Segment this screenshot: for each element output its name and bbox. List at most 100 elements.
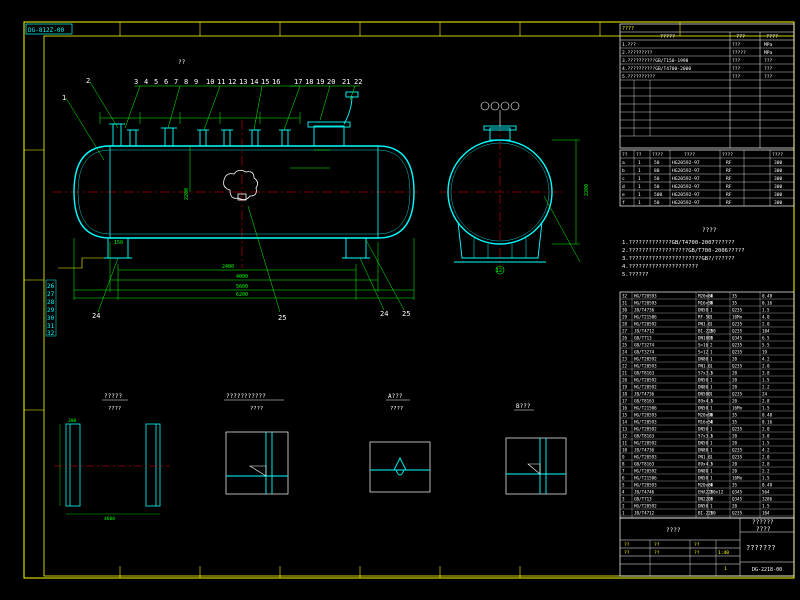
parts-cell: M20x80 bbox=[698, 294, 714, 299]
parts-cell: 1 bbox=[710, 378, 713, 383]
parts-cell: Q235 bbox=[732, 350, 743, 355]
leader-labels-bottom: 24 25 24 25 bbox=[92, 310, 410, 322]
nozzle-cell: 80 bbox=[654, 168, 660, 174]
leader-number: 20 bbox=[327, 78, 335, 86]
parts-cell: 11 bbox=[622, 441, 628, 446]
parts-cell: GB/T8163 bbox=[634, 434, 655, 439]
parts-cell: 32 bbox=[622, 294, 628, 299]
nozzle-cell: RF bbox=[726, 160, 732, 166]
leader-number: 13 bbox=[239, 78, 247, 86]
nozzle-cell: 1 bbox=[638, 200, 641, 206]
parts-cell: 2 bbox=[710, 490, 713, 495]
note-line: 5.?????? bbox=[622, 272, 649, 278]
parts-cell: HG/T20592 bbox=[634, 504, 657, 509]
parts-cell: DN80 bbox=[698, 469, 709, 474]
parts-cell: 1.5 bbox=[762, 441, 770, 446]
leader-number: 2 bbox=[86, 77, 90, 85]
leader-number: 11 bbox=[217, 78, 225, 86]
parts-cell: 1 bbox=[710, 504, 713, 509]
detail-title: A??? bbox=[388, 393, 403, 400]
parts-cell: 12 bbox=[622, 434, 628, 439]
leader-number: 25 bbox=[278, 314, 286, 322]
technical-notes: ???? 1.?????????????GB/T4700-2007?????? … bbox=[622, 227, 745, 278]
dim-bottom-2: 4000 bbox=[236, 274, 248, 280]
sign-label: ?? bbox=[694, 550, 700, 556]
zone-ticks bbox=[24, 22, 681, 578]
spec-cell: 3.??????????GB/T150-1998 bbox=[622, 58, 689, 64]
parts-cell: 20 bbox=[732, 385, 738, 390]
nozzle-cell: HG20592-97 bbox=[672, 192, 700, 198]
parts-cell: 1 bbox=[710, 406, 713, 411]
parts-cell: GB/T8163 bbox=[634, 371, 655, 376]
leader-labels-top: 1 2 3 4 5 6 7 8 9 10 11 12 13 14 15 16 1… bbox=[62, 77, 362, 102]
parts-cell: 0.48 bbox=[762, 413, 773, 418]
parts-cell: 1 bbox=[710, 469, 713, 474]
parts-cell: 15 bbox=[622, 413, 628, 418]
title-block-sheet: 1 bbox=[724, 566, 727, 572]
parts-cell: 26 bbox=[622, 336, 628, 341]
parts-cell: 2.8 bbox=[762, 399, 770, 404]
parts-cell: 20 bbox=[732, 378, 738, 383]
side-dim-height: 2200 bbox=[584, 184, 590, 196]
parts-cell: 2 bbox=[710, 343, 713, 348]
note-line: 4.????????????????????? bbox=[622, 264, 698, 270]
leader-number: 1 bbox=[62, 94, 66, 102]
parts-cell: 5 bbox=[622, 483, 625, 488]
parts-cell: 1 bbox=[710, 371, 713, 376]
parts-cell: GB/T8163 bbox=[634, 399, 655, 404]
parts-cell: HG/T20593 bbox=[634, 455, 657, 460]
parts-cell: 28 bbox=[622, 322, 628, 327]
parts-cell: 6.5 bbox=[762, 336, 770, 341]
parts-cell: HG/T20592 bbox=[634, 469, 657, 474]
parts-cell: 2.0 bbox=[762, 322, 770, 327]
nozzle-cell: 1 bbox=[638, 184, 641, 190]
parts-cell: 1 bbox=[710, 364, 713, 369]
bottom-leaders bbox=[97, 205, 405, 313]
parts-cell: Q235 bbox=[732, 427, 743, 432]
parts-cell: 1 bbox=[710, 350, 713, 355]
spec-cell: ??? bbox=[764, 74, 773, 80]
parts-cell: 23 bbox=[622, 357, 628, 362]
parts-cell: 3.8 bbox=[762, 434, 770, 439]
parts-cell: 0.16 bbox=[762, 420, 773, 425]
parts-cell: GB/T3274 bbox=[634, 343, 655, 348]
parts-cell: 20 bbox=[732, 441, 738, 446]
parts-cell: DN1000 bbox=[698, 336, 714, 341]
sign-label: ?? bbox=[654, 550, 660, 556]
nozzle-cell: 1 bbox=[638, 176, 641, 182]
parts-cell: Q345 bbox=[732, 497, 743, 502]
parts-cell: GB/T713 bbox=[634, 497, 652, 502]
notes-title: ???? bbox=[702, 227, 717, 234]
parts-cell: Q235 bbox=[732, 322, 743, 327]
parts-cell: HG/T20592 bbox=[634, 378, 657, 383]
parts-cell: 20 bbox=[732, 469, 738, 474]
side-number: 29 bbox=[47, 307, 55, 314]
parts-cell: 18 bbox=[622, 392, 628, 397]
side-dims bbox=[543, 139, 581, 263]
title-block-title2: ???? bbox=[756, 526, 771, 533]
parts-cell: 104 bbox=[762, 329, 770, 334]
top-dim-strip bbox=[99, 112, 330, 169]
side-number: 26 bbox=[47, 283, 55, 290]
dim-side-front: 150 bbox=[114, 240, 123, 246]
parts-cell: 20 bbox=[732, 434, 738, 439]
parts-cell: Q235 bbox=[732, 392, 743, 397]
parts-cell: JB/T4736 bbox=[634, 392, 655, 397]
parts-cell: JB/T4736 bbox=[634, 308, 655, 313]
parts-cell: 20 bbox=[732, 504, 738, 509]
parts-cell: 1.5 bbox=[762, 476, 770, 481]
leader-number: 6 bbox=[164, 78, 168, 86]
parts-cell: GB/T8163 bbox=[634, 462, 655, 467]
parts-cell: 2 bbox=[710, 329, 713, 334]
spec-row-lines bbox=[620, 47, 794, 137]
title-block-code: DG-2218-00 bbox=[752, 567, 782, 573]
parts-cell: HG/T20592 bbox=[634, 322, 657, 327]
parts-cell: 1 bbox=[710, 385, 713, 390]
side-number: 30 bbox=[47, 315, 55, 322]
parts-cell: 19 bbox=[622, 385, 628, 390]
sign-label: ?? bbox=[624, 542, 630, 548]
parts-cell: HG/T21506 bbox=[634, 406, 657, 411]
bottom-left-bracket bbox=[58, 257, 104, 269]
parts-cell: 14 bbox=[622, 420, 628, 425]
